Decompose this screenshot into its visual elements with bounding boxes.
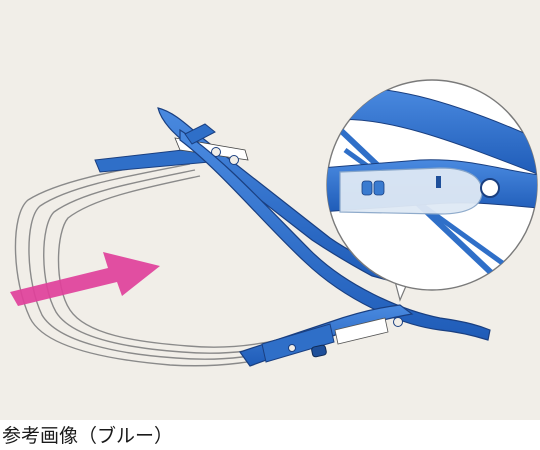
- product-illustration: [0, 0, 540, 420]
- frame-temple: [179, 123, 491, 341]
- caption-text: 参考画像（ブルー）: [2, 425, 174, 447]
- frame-drawing: [10, 79, 538, 367]
- slide-arrow: [10, 252, 160, 306]
- visor-outline: [14, 157, 307, 367]
- zoom-callout: [326, 79, 538, 302]
- frame-lower-arm: [239, 304, 414, 367]
